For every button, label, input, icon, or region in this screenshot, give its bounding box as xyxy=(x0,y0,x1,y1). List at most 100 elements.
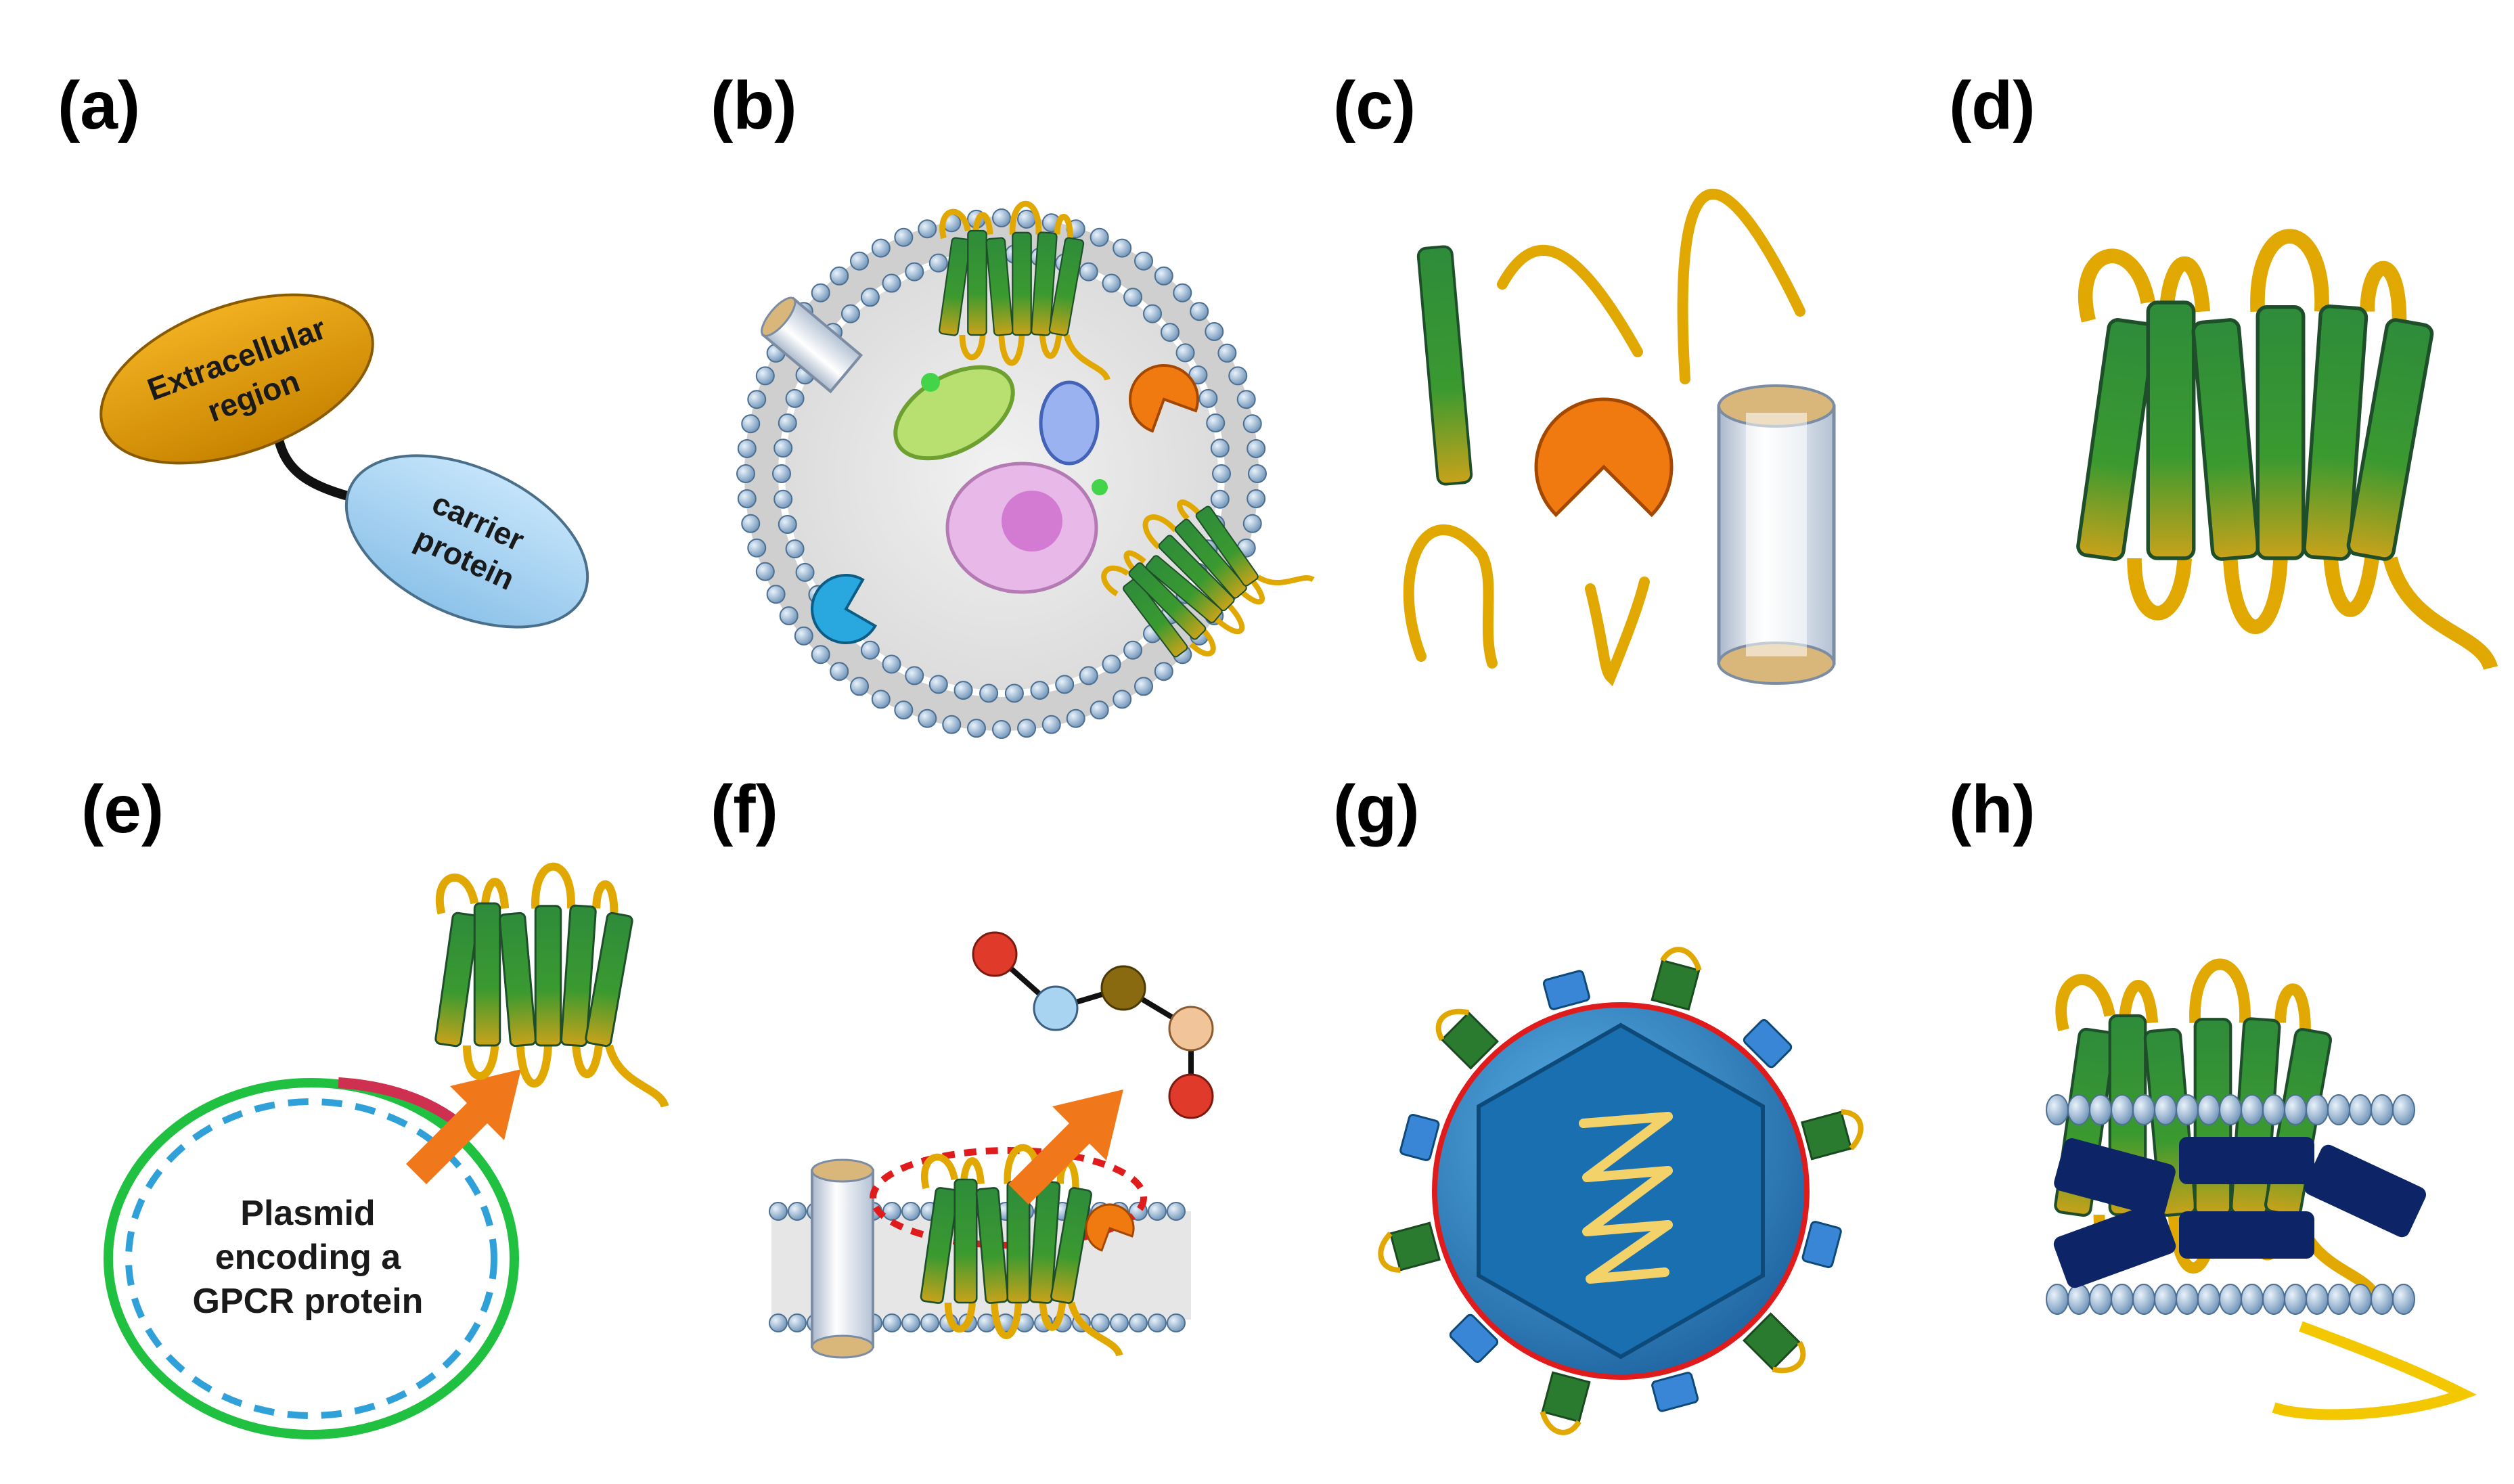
lipid-head xyxy=(1079,262,1098,282)
spike-body xyxy=(1542,970,1590,1010)
lipid-head xyxy=(882,654,901,674)
nanodisc-belt-4 xyxy=(2053,1202,2176,1288)
lipid-head xyxy=(901,1202,920,1221)
lipid-head xyxy=(747,390,767,409)
plasmid-label-line2: encoding a xyxy=(215,1238,402,1277)
lipid-head xyxy=(773,439,793,458)
lipid-head xyxy=(741,514,761,533)
lipid-head xyxy=(918,219,937,239)
lipid-head xyxy=(1123,288,1143,307)
lipid-head xyxy=(882,1313,901,1332)
lipid-head xyxy=(2132,1094,2155,1125)
spike-body xyxy=(1743,1019,1793,1069)
lipid-head xyxy=(1090,227,1109,247)
lipid-head xyxy=(747,538,767,558)
residue-brown xyxy=(1100,965,1146,1011)
loop-fragment-3 xyxy=(1403,524,1498,669)
lipid-head xyxy=(2284,1094,2307,1125)
vlp-spike-protein xyxy=(1743,1019,1793,1069)
lipid-head xyxy=(778,413,797,433)
cell-membrane-outer xyxy=(744,217,1259,731)
lipid-head xyxy=(795,562,815,582)
channel-cylinder-c xyxy=(1717,384,1836,685)
vlp-spike-protein xyxy=(1801,1221,1842,1268)
lipid-head xyxy=(779,606,799,626)
lipid-head xyxy=(1004,683,1024,703)
lipid-head xyxy=(871,238,891,258)
panel-label-h: (h) xyxy=(1949,771,2036,847)
vlp-spike-gpcr xyxy=(1435,1008,1499,1070)
spike-body xyxy=(1801,1221,1842,1268)
lipid-head xyxy=(928,675,948,694)
lipid-head xyxy=(2132,1284,2155,1315)
plasmid-dna-strand-2 xyxy=(125,1098,497,1419)
nanodisc-belt-2 xyxy=(2179,1137,2314,1184)
lipid-head xyxy=(2067,1094,2090,1125)
lipid-head xyxy=(1228,366,1248,386)
lipid-head xyxy=(785,539,805,559)
lipid-head xyxy=(1134,251,1154,271)
lipid-head xyxy=(1066,709,1085,728)
vlp-spike-gpcr xyxy=(1801,1109,1864,1161)
panel-label-g: (g) xyxy=(1333,771,1420,847)
lipid-head xyxy=(992,208,1011,227)
lipid-head xyxy=(942,715,962,734)
spike-body xyxy=(1399,1114,1440,1161)
lipid-head xyxy=(737,439,757,458)
lipid-head xyxy=(979,683,999,703)
lipid-head xyxy=(2327,1284,2350,1315)
panel-d xyxy=(2077,236,2490,668)
ligand-arrow xyxy=(1008,1089,1123,1205)
panel-label-f: (f) xyxy=(711,771,778,847)
lipid-head xyxy=(2176,1094,2199,1125)
lipid-head xyxy=(1090,700,1109,720)
lipid-head xyxy=(2306,1094,2329,1125)
lipid-head xyxy=(769,1202,788,1221)
lipid-head xyxy=(901,1313,920,1332)
lipid-head xyxy=(2262,1284,2285,1315)
panel-e: Plasmid encoding a GPCR protein xyxy=(104,867,665,1439)
lipid-head xyxy=(2327,1094,2350,1125)
nanodisc-belt-3 xyxy=(2179,1211,2314,1259)
spike-body xyxy=(1743,1312,1801,1371)
lipid-head xyxy=(860,640,880,660)
spike-body xyxy=(1651,959,1701,1011)
vlp-spike-protein xyxy=(1449,1313,1499,1363)
panel-b xyxy=(736,204,1314,739)
lipid-head xyxy=(905,666,924,685)
lipid-head xyxy=(741,414,761,434)
lipid-head xyxy=(1030,681,1050,700)
panel-g xyxy=(1378,947,1864,1435)
spike-loop xyxy=(1378,1232,1401,1273)
lipid-head xyxy=(905,262,924,282)
lipid-head xyxy=(1210,489,1230,509)
lipid-head xyxy=(2154,1284,2177,1315)
lipid-head xyxy=(755,562,775,581)
lipid-head xyxy=(1154,266,1173,286)
spike-loop xyxy=(1841,1109,1864,1150)
lipid-head xyxy=(1236,390,1256,409)
residue-red-2 xyxy=(1168,1073,1214,1119)
panel-a: Extracellular region carrier protein xyxy=(99,293,589,629)
lipid-head xyxy=(2392,1284,2415,1315)
vlp-surface-spikes xyxy=(1378,947,1864,1435)
vlp-spike-protein xyxy=(1651,1372,1699,1412)
loop-fragment-2 xyxy=(1677,188,1805,384)
lipid-head xyxy=(966,719,986,738)
lipid-head xyxy=(1102,273,1121,293)
lipid-head xyxy=(1247,439,1266,458)
lipid-head xyxy=(2046,1284,2069,1315)
lipid-head xyxy=(1041,715,1061,734)
lipid-head xyxy=(918,709,937,728)
residue-red-1 xyxy=(972,931,1018,977)
lipid-head xyxy=(1110,1313,1129,1332)
nanodisc-lipids xyxy=(2046,1094,2415,1315)
loop-fragment-1 xyxy=(1497,244,1643,357)
lipid-head xyxy=(1148,1313,1167,1332)
orange-pacman-c xyxy=(1534,397,1674,518)
lipid-head xyxy=(2306,1284,2329,1315)
plasmid-label-line3: GPCR protein xyxy=(193,1282,424,1321)
lipid-head xyxy=(830,662,849,681)
lipid-head xyxy=(992,720,1011,739)
spike-body xyxy=(1541,1371,1591,1423)
